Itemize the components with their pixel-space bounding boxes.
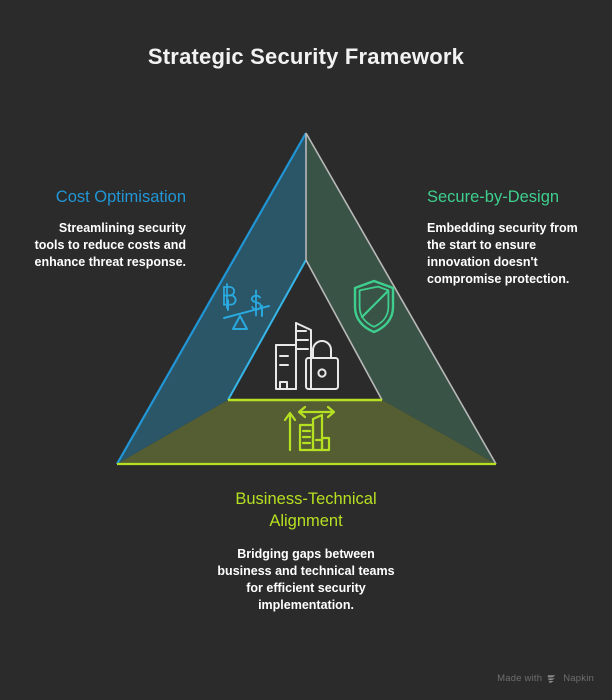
facet-heading-secure-by-design: Secure-by-Design: [427, 188, 560, 206]
facet-body-business-technical-alignment: Bridging gaps between business and techn…: [217, 547, 395, 612]
facet-block-business-technical-alignment: Business-Technical Alignment Bridging ga…: [214, 488, 398, 614]
facet-heading-business-technical-alignment: Business-Technical Alignment: [235, 490, 377, 530]
pyramid-inner-edge-left: [227, 259, 307, 401]
shield-icon: [353, 279, 395, 334]
pyramid-inner-edge-right: [305, 259, 383, 401]
napkin-logo-icon: [547, 674, 558, 684]
facet-block-secure-by-design: Secure-by-Design Embedding security from…: [427, 186, 590, 288]
buildings-padlock-icon: [275, 322, 339, 390]
pyramid-edge-right: [305, 132, 497, 465]
watermark-brand: Napkin: [563, 673, 594, 684]
balance-scale-icon: [223, 283, 270, 330]
building-scaling-arrows-icon: [283, 405, 336, 452]
pyramid-edge-left: [116, 132, 307, 465]
facet-body-secure-by-design: Embedding security from the start to ens…: [427, 221, 578, 286]
watermark-prefix: Made with: [497, 673, 543, 684]
facet-body-cost-optimisation: Streamlining security tools to reduce co…: [34, 221, 186, 269]
page-title: Strategic Security Framework: [147, 44, 465, 69]
facet-block-cost-optimisation: Cost Optimisation Streamlining security …: [26, 186, 186, 271]
made-with-napkin-watermark[interactable]: Made with Napkin: [497, 673, 594, 684]
facet-heading-cost-optimisation: Cost Optimisation: [55, 188, 186, 206]
